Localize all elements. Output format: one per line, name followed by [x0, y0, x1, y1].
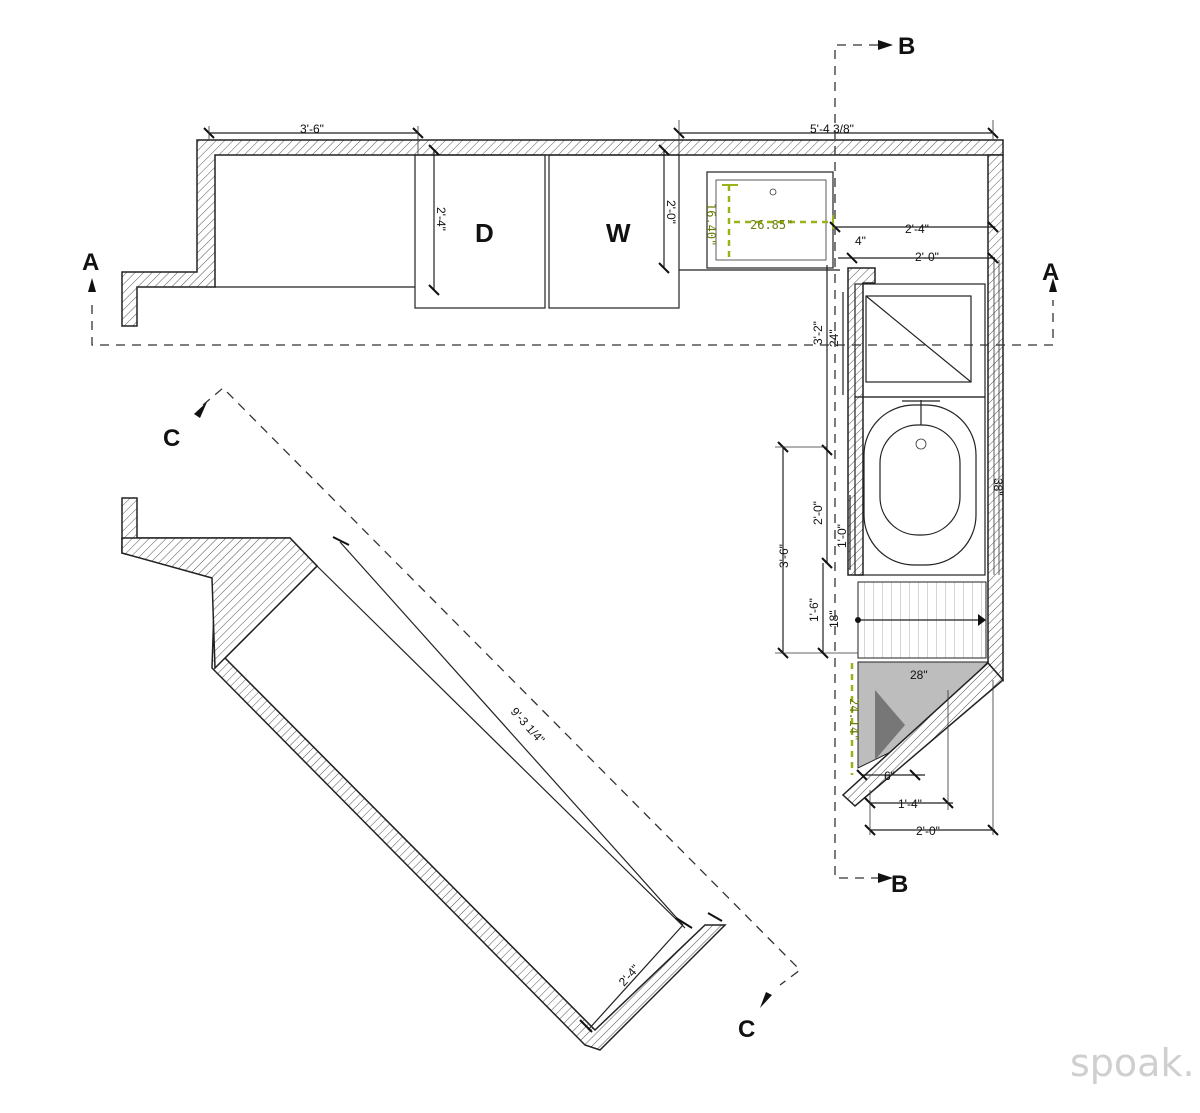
diagonal-wing: 9'-3 1/4" 2'-4": [121, 497, 727, 1051]
section-a-right: A: [1042, 259, 1059, 286]
section-b-bottom: B: [891, 871, 908, 898]
section-a-left: A: [82, 249, 99, 276]
dim-tub-zone: 2'-0": [915, 250, 939, 264]
dryer-box: [414, 154, 546, 309]
dim-small-6: 6": [884, 769, 895, 783]
bathtub: [854, 396, 986, 576]
dim-top-right: 5'-4 3/8": [810, 122, 854, 136]
bath-dimensions: 3'-2" 24" 2'-0" 1'-0" 3'-6" 1'-6" 18": [775, 265, 858, 659]
dim-run-1-6: 1'-6": [807, 598, 821, 622]
sink-depth-label: 16.40": [704, 203, 718, 246]
bottom-dimensions: 6" 1'-4" 2'-0": [856, 680, 999, 838]
dim-dryer-depth: 2'-4": [434, 207, 448, 231]
dim-small-1-4: 1'-4": [898, 797, 922, 811]
dim-tub-length: 38": [991, 478, 1005, 496]
section-c-bottom: C: [738, 1016, 755, 1043]
corner-depth-label: 24.14": [847, 698, 861, 741]
dim-run-3-6: 3'-6": [777, 544, 791, 568]
dim-diagonal-length: 9'-3 1/4": [508, 705, 548, 747]
dryer-label: D: [475, 218, 494, 248]
dim-run-1-0: 1'-0": [835, 524, 849, 548]
dim-top-left: 3'-6": [300, 122, 324, 136]
dim-bottom-2-0: 2'-0": [916, 824, 940, 838]
section-b-top: B: [898, 33, 915, 60]
top-dimensions: 3'-6" 5'-4 3/8" 2'-4" 2'-0" 2'-4" 2'-0" …: [203, 120, 999, 296]
dim-wall-offset: 4": [855, 234, 866, 248]
washer-box: [548, 154, 680, 309]
dim-upper-run: 3'-2": [811, 321, 825, 345]
dim-run-2-0: 2'-0": [811, 501, 825, 525]
top-wall: [121, 139, 1004, 327]
right-wall: [987, 154, 1004, 682]
dim-bottom-28: 28": [910, 668, 928, 682]
shower-pan: [865, 295, 972, 383]
dim-vanity: 2'-4": [905, 222, 929, 236]
spoak-watermark: spoak.: [1070, 1041, 1195, 1085]
sink-width-label: 26.85": [750, 218, 793, 232]
dim-diagonal-depth: 2'-4": [616, 962, 642, 989]
washer-label: W: [606, 218, 631, 248]
section-markers: A A B B C C: [82, 33, 1059, 1043]
bath-column: 38" 24.14" 28": [841, 260, 1005, 808]
dim-step-18: 18": [827, 610, 841, 628]
section-c-top: C: [163, 425, 180, 452]
dim-shower-pan: 24": [827, 329, 841, 347]
dim-washer-depth: 2'-0": [664, 200, 678, 224]
